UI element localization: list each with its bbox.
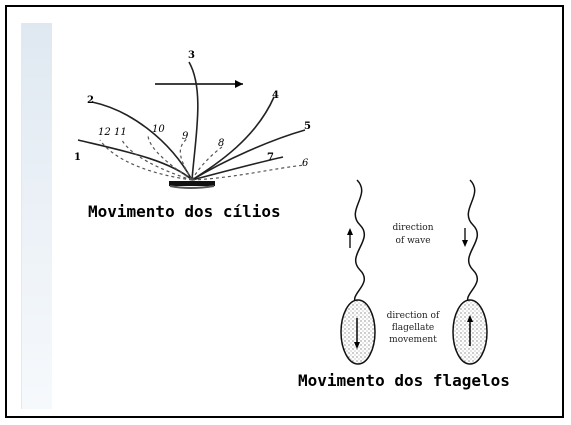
cilia-stroke-8 <box>191 146 223 181</box>
wave-label-line2: of wave <box>395 236 430 246</box>
cilia-label-2: 2 <box>87 95 94 106</box>
cilia-label-8: 8 <box>218 138 224 149</box>
cilia-stroke-2 <box>91 101 193 181</box>
cilia-label-10: 10 <box>152 124 165 135</box>
cilia-stroke-12 <box>99 139 193 181</box>
cilia-label-6: 6 <box>302 158 309 169</box>
cilia-label-4: 4 <box>272 90 279 101</box>
right-wave-arrowhead <box>462 240 468 247</box>
cilia-label-1: 1 <box>74 152 81 163</box>
cilia-caption: Movimento dos cílios <box>88 202 281 221</box>
slide-background <box>21 23 555 409</box>
left-move-arrowhead <box>354 342 360 349</box>
cilia-label-5: 5 <box>304 121 311 132</box>
cilia-stroke-7 <box>191 156 284 181</box>
left-wave-arrowhead <box>347 228 353 235</box>
cilia-label-12: 12 <box>98 127 111 138</box>
cilia-stroke-3 <box>188 61 199 181</box>
left-flagellate-body <box>340 299 376 365</box>
move-label-line2: flagellate <box>392 323 435 333</box>
cilia-stroke-10 <box>147 135 193 181</box>
cilia-label-3: 3 <box>188 50 195 61</box>
cilia-label-11: 11 <box>114 127 127 138</box>
cilia-stroke-5 <box>191 129 306 181</box>
right-flagellum <box>466 179 479 306</box>
left-flagellum <box>353 179 366 306</box>
cilia-stroke-1 <box>77 139 193 181</box>
right-move-arrowhead <box>467 315 473 322</box>
cilia-label-7: 7 <box>267 152 274 163</box>
cilia-arrow-head <box>235 80 243 88</box>
cilia-base <box>169 181 215 186</box>
cilia-stroke-6 <box>191 164 306 181</box>
wave-label-line1: direction <box>392 223 433 233</box>
cilia-label-9: 9 <box>182 131 189 142</box>
move-label-line1: direction of <box>387 311 440 321</box>
cilia-stroke-9 <box>179 137 193 181</box>
move-label-line3: movement <box>389 335 437 345</box>
flagella-caption: Movimento dos flagelos <box>298 371 510 390</box>
cilia-base-shadow <box>169 185 215 189</box>
